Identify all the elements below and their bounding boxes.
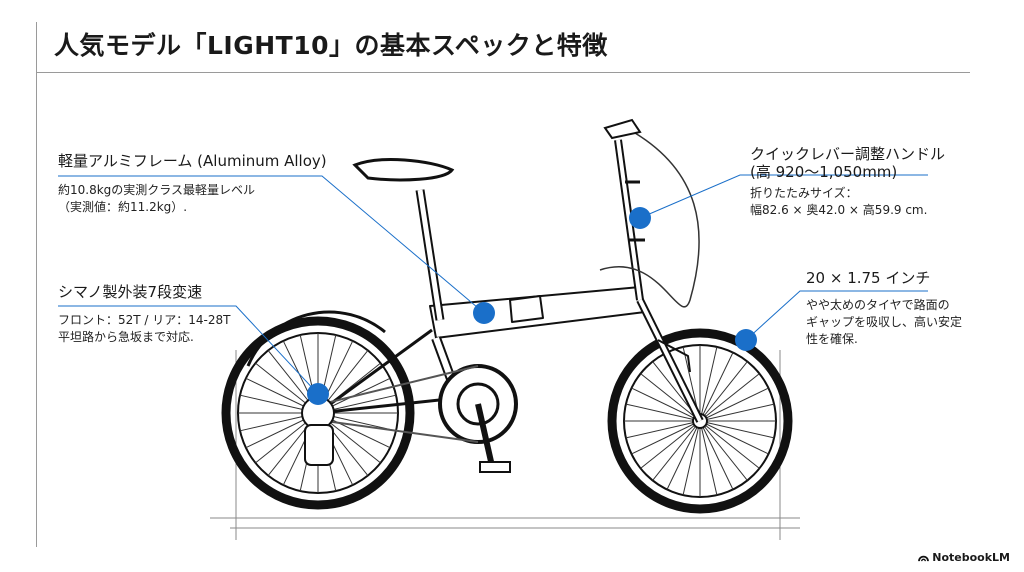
wheel-spoke (699, 387, 769, 422)
callout-handle-body-2: 幅82.6 × 奥42.0 × 高59.9 cm. (750, 203, 928, 217)
wheel-spoke (631, 387, 701, 422)
brake-cable (599, 129, 700, 308)
title-rule (36, 72, 970, 73)
callout-dot-handle (629, 207, 651, 229)
wheel-spoke (682, 420, 701, 496)
callout-tire-body-3: 性を確保. (806, 332, 858, 346)
handlebar (603, 118, 642, 140)
crankset (438, 364, 518, 473)
callout-frame-heading: 軽量アルミフレーム (Aluminum Alloy) (58, 152, 327, 170)
chain (317, 365, 479, 443)
wheel-spoke (699, 420, 760, 469)
callout-handle-heading-1: クイックレバー調整ハンドル (750, 145, 946, 163)
callout-frame-body-1: 約10.8kgの実測クラス最軽量レベル (58, 183, 256, 197)
wheel-spoke (699, 420, 748, 481)
leader-tire (745, 290, 928, 341)
leader-gears (58, 305, 319, 395)
saddle (352, 158, 455, 182)
callout-dot-tire (735, 329, 757, 351)
wheel-spoke (699, 403, 775, 422)
callout-dot-gears (307, 383, 329, 405)
callout-tire-heading: 20 × 1.75 インチ (806, 269, 931, 287)
rear-fender (246, 310, 386, 367)
callout-gears-body-1: フロント：52T / リア：14-28T (58, 313, 231, 327)
wheel-spoke (699, 346, 718, 422)
wheel-spoke (699, 420, 718, 496)
wheel-spoke (640, 420, 701, 469)
bike-frame (317, 139, 704, 423)
callout-gears-heading: シマノ製外装7段変速 (58, 283, 203, 301)
notebooklm-logo-icon (918, 555, 930, 562)
notebooklm-logo: NotebookLM (918, 551, 1010, 564)
callout-tire-body-1: やや太めのタイヤで路面の (806, 298, 950, 312)
logo-text: NotebookLM (932, 551, 1010, 564)
wheel-spoke (631, 420, 701, 455)
callout-dot-frame (473, 302, 495, 324)
callout-frame-body-2: （実測値：約11.2kg）. (58, 200, 188, 214)
wheel-spoke (652, 420, 701, 481)
callout-handle-heading-2: (高 920〜1,050mm) (750, 163, 898, 181)
wheel-spoke (699, 361, 748, 422)
wheel-spoke (666, 420, 701, 490)
callout-leader-lines (58, 174, 928, 395)
wheel-spoke (699, 420, 734, 490)
callout-gears-body-2: 平坦路から急坂まで対応. (58, 330, 194, 344)
frame-left-rule (36, 22, 37, 547)
wheel-spoke (625, 420, 701, 439)
page-title: 人気モデル「LIGHT10」の基本スペックと特徴 (54, 31, 608, 60)
callout-dots (307, 207, 757, 405)
callout-handle-body-1: 折りたたみサイズ： (750, 186, 858, 200)
leader-frame (58, 175, 485, 314)
rear-derailleur (301, 396, 335, 466)
leader-handle (639, 174, 928, 219)
wheel-spoke (699, 373, 760, 422)
callout-tire-body-2: ギャップを吸収し、高い安定 (806, 315, 963, 329)
wheel-spoke (699, 420, 769, 455)
wheel-spoke (699, 420, 775, 439)
wheel-spoke (625, 403, 701, 422)
wheel-spoke (699, 352, 734, 422)
wheel-spoke (640, 373, 701, 422)
